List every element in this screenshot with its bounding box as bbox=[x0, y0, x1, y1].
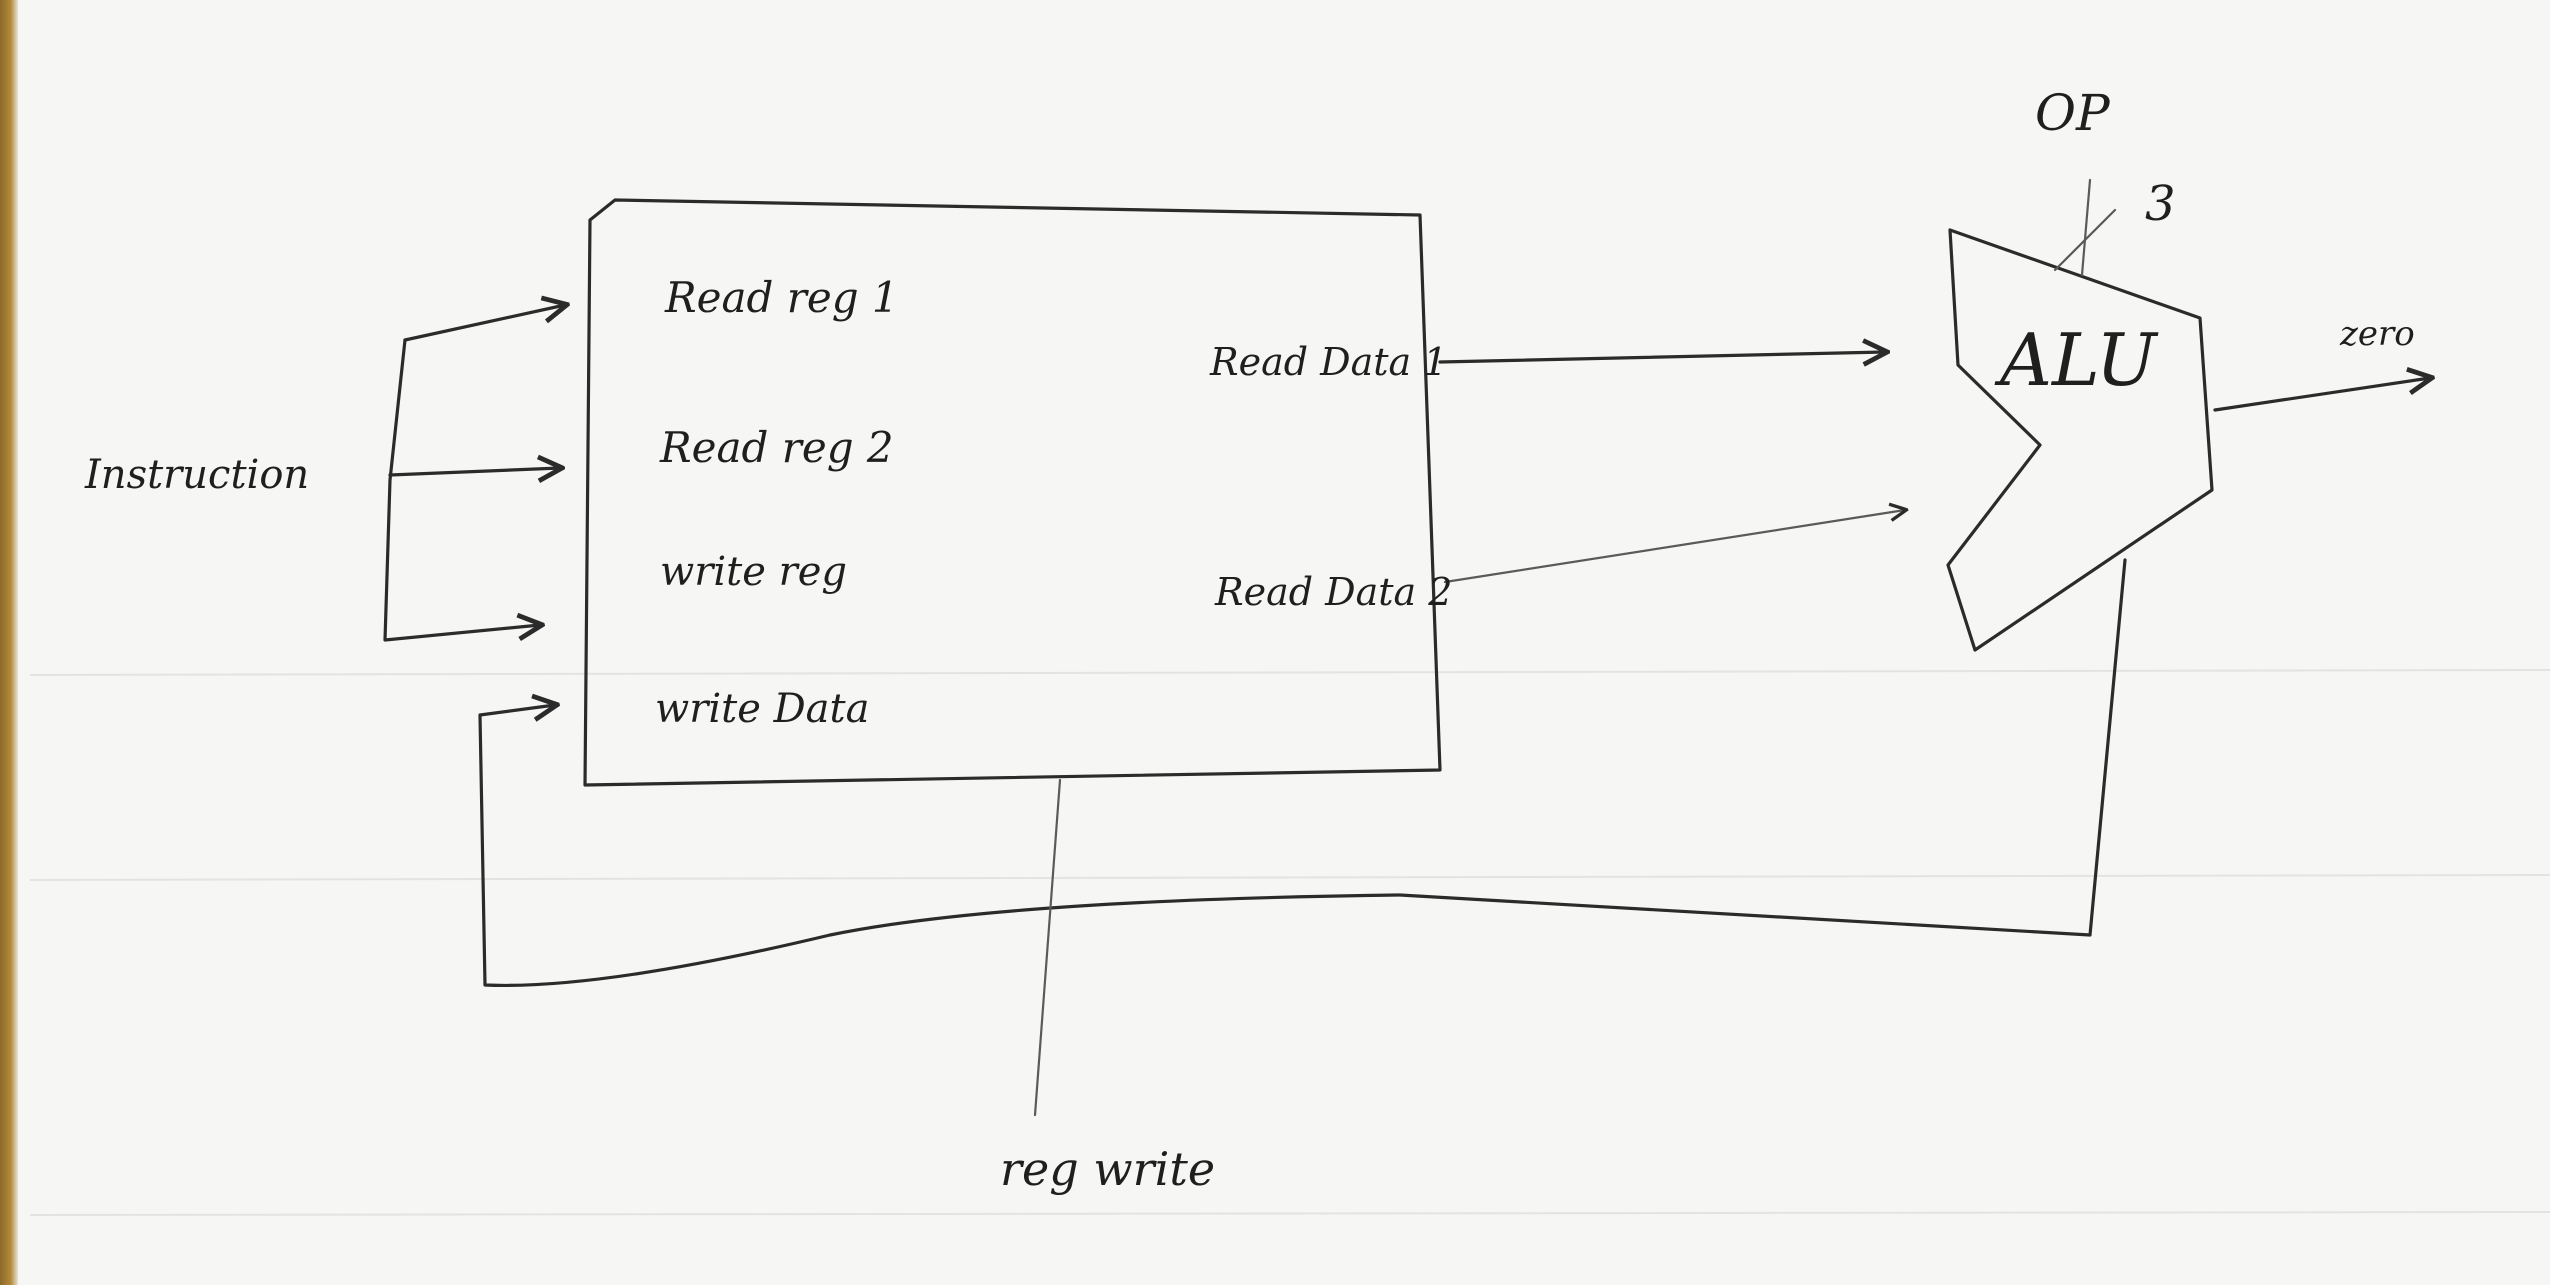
write-data-label: write Data bbox=[655, 686, 869, 732]
zero-label: zero bbox=[2339, 314, 2415, 354]
paper-edge bbox=[0, 0, 18, 1285]
reg-write-wire bbox=[1033, 778, 1062, 1117]
alu-label: ALU bbox=[1994, 318, 2159, 402]
register-file-box bbox=[583, 198, 1442, 787]
read-data-2-label: Read Data 2 bbox=[1214, 570, 1452, 614]
read-reg-1-label: Read reg 1 bbox=[664, 273, 899, 322]
read-data-2-wire bbox=[1443, 510, 1905, 584]
read-data-1-wire bbox=[1438, 352, 1885, 362]
read-reg-2-label: Read reg 2 bbox=[659, 423, 894, 472]
write-reg-label: write reg bbox=[660, 549, 847, 595]
notebook-lines bbox=[29, 669, 2550, 1216]
instruction-bus bbox=[383, 305, 565, 642]
alu-shape bbox=[1946, 228, 2214, 652]
writeback-wire bbox=[478, 558, 2127, 987]
instruction-label: Instruction bbox=[84, 452, 309, 498]
reg-write-label: reg write bbox=[1000, 1142, 1215, 1196]
read-data-1-label: Read Data 1 bbox=[1209, 340, 1447, 384]
alu-op-input bbox=[2053, 178, 2117, 277]
op-label: OP bbox=[2035, 84, 2111, 142]
zero-wire bbox=[2213, 378, 2430, 412]
op-width-label: 3 bbox=[2145, 176, 2176, 232]
